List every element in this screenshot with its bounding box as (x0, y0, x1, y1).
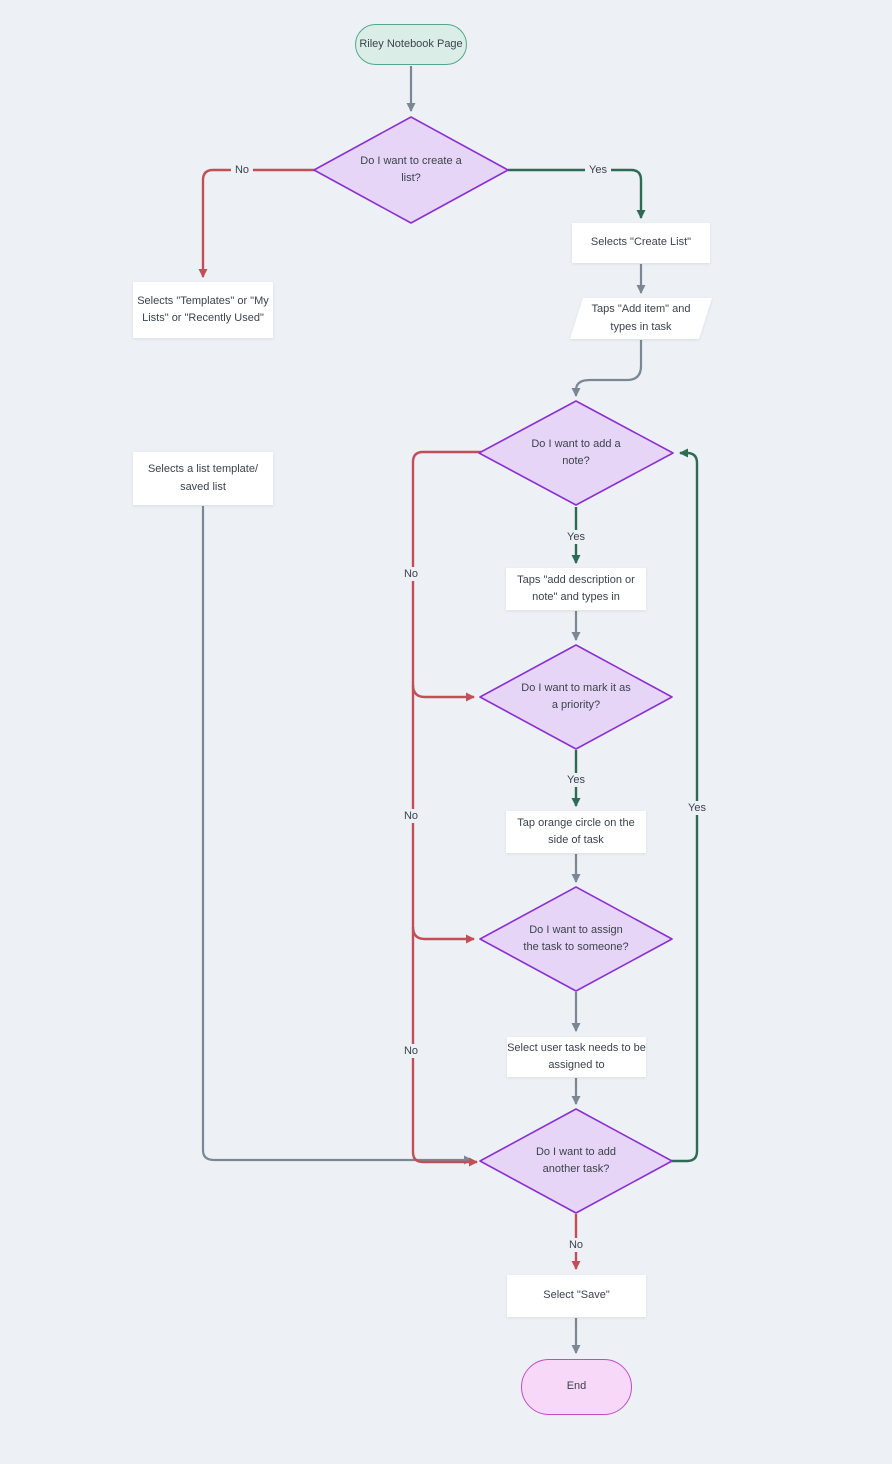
edge-label-no-priority: No (399, 809, 423, 823)
connector-no-create-to-templates (198, 168, 315, 278)
edge-label-yes-addnote: Yes (563, 530, 589, 544)
edge-label-no-anothertask: No (564, 1238, 588, 1252)
process-templates-box: Selects "Templates" or "My Lists" or "Re… (133, 282, 273, 338)
decision-assign-label: Do I want to assign the task to someone? (523, 923, 629, 953)
decision-add-note-label: Do I want to add a note? (531, 437, 621, 467)
edge-label-yes-loop: Yes (684, 801, 710, 815)
process-select-save-box: Select "Save" (507, 1275, 646, 1317)
edge-label-yes-priority: Yes (563, 773, 589, 787)
process-add-note-box: Taps "add description or note" and types… (506, 568, 646, 610)
decision-priority-label: Do I want to mark it as a priority? (521, 681, 631, 711)
io-add-item-shape (570, 298, 712, 339)
process-select-user-box: Select user task needs to be assigned to (507, 1037, 646, 1077)
edge-label-no-assign: No (399, 1044, 423, 1058)
connector-template-to-anothertask-decision (201, 506, 473, 1165)
io-add-item-label: Taps "Add item" and types in task (591, 303, 691, 333)
decision-assign-shape (479, 886, 673, 992)
start-node: Riley Notebook Page (355, 24, 467, 65)
decision-another-task-shape (479, 1108, 673, 1214)
connector-no-rail (411, 450, 483, 1167)
process-tap-orange-box: Tap orange circle on the side of task (506, 811, 646, 853)
edge-label-no-create: No (230, 163, 254, 177)
edge-label-yes-create: Yes (585, 163, 611, 177)
end-node: End (521, 1359, 632, 1415)
decision-another-task-label: Do I want to add another task? (535, 1145, 617, 1175)
connector-no-branch-to-assign (411, 926, 475, 944)
connector-additem-to-addnote-decision (571, 340, 643, 397)
process-create-list-box: Selects "Create List" (572, 223, 710, 263)
decision-create-list-shape (313, 116, 509, 224)
connector-no-branch-to-priority (411, 684, 475, 702)
process-select-template-box: Selects a list template/ saved list (133, 452, 273, 505)
connector-yes-create-to-createlist (508, 168, 646, 219)
decision-create-list-label: Do I want to create a list? (360, 154, 462, 184)
edge-label-no-addnote: No (399, 567, 423, 581)
decision-add-note-shape (478, 400, 674, 506)
decision-priority-shape (479, 644, 673, 750)
